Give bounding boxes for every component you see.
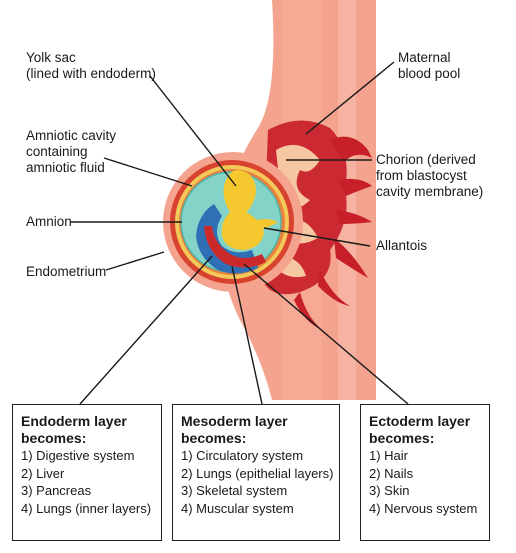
- list-item: 3) Skin: [369, 483, 410, 498]
- allantois-leader: [263, 227, 371, 247]
- yolk-sac-leader: [149, 75, 237, 187]
- label-yolk-sac: Yolk sac (lined with endoderm): [26, 50, 156, 81]
- label-chorion: Chorion (derived from blastocyst cavity …: [376, 152, 484, 199]
- mesoderm-box-title: Mesoderm layer becomes:: [181, 413, 288, 446]
- yolk-sac-shape: [221, 170, 264, 250]
- endoderm-box: Endoderm layer becomes: 1) Digestive sys…: [12, 404, 162, 541]
- label-amniotic-cavity: Amniotic cavity containing amniotic flui…: [26, 128, 117, 175]
- uterine-wall-highlight: [338, 0, 356, 400]
- endoderm-box-title: Endoderm layer becomes:: [21, 413, 127, 446]
- list-item: 2) Liver: [21, 465, 65, 481]
- label-maternal-blood-pool: Maternal blood pool: [398, 50, 461, 81]
- endoderm-list: 1) Digestive system 2) Liver 3) Pancreas…: [21, 447, 161, 517]
- allantois-stalk: [250, 219, 278, 232]
- list-item: 4) Nervous system: [369, 500, 478, 516]
- amniotic-cavity-leader: [103, 157, 193, 187]
- list-item: 3) Skeletal system: [181, 483, 288, 498]
- label-allantois: Allantois: [376, 238, 428, 253]
- mesoderm-layer: [204, 226, 266, 268]
- list-item: 4) Lungs (inner layers): [21, 500, 152, 516]
- label-endometrium: Endometrium: [26, 264, 107, 279]
- list-item: 2) Lungs (epithelial layers): [181, 465, 334, 481]
- mesoderm-box: Mesoderm layer becomes: 1) Circulatory s…: [172, 404, 340, 541]
- list-item: 2) Nails: [369, 465, 414, 481]
- endometrium-leader: [105, 251, 165, 271]
- ectoderm-box-title: Ectoderm layer becomes:: [369, 413, 471, 446]
- mesoderm-list: 1) Circulatory system 2) Lungs (epitheli…: [181, 447, 339, 517]
- list-item: 1) Circulatory system: [181, 448, 304, 463]
- endoderm-leader: [79, 255, 213, 405]
- leader-lines: [70, 61, 409, 405]
- list-item: 1) Digestive system: [21, 448, 135, 463]
- ectoderm-leader: [243, 263, 409, 405]
- list-item: 4) Muscular system: [181, 500, 294, 516]
- ectoderm-list: 1) Hair 2) Nails 3) Skin 4) Nervous syst…: [369, 447, 489, 517]
- ectoderm-box: Ectoderm layer becomes: 1) Hair 2) Nails…: [360, 404, 490, 541]
- mesoderm-leader: [231, 265, 263, 405]
- list-item: 1) Hair: [369, 448, 409, 463]
- label-amnion: Amnion: [26, 214, 72, 229]
- list-item: 3) Pancreas: [21, 483, 92, 498]
- maternal-blood-leader: [305, 61, 395, 135]
